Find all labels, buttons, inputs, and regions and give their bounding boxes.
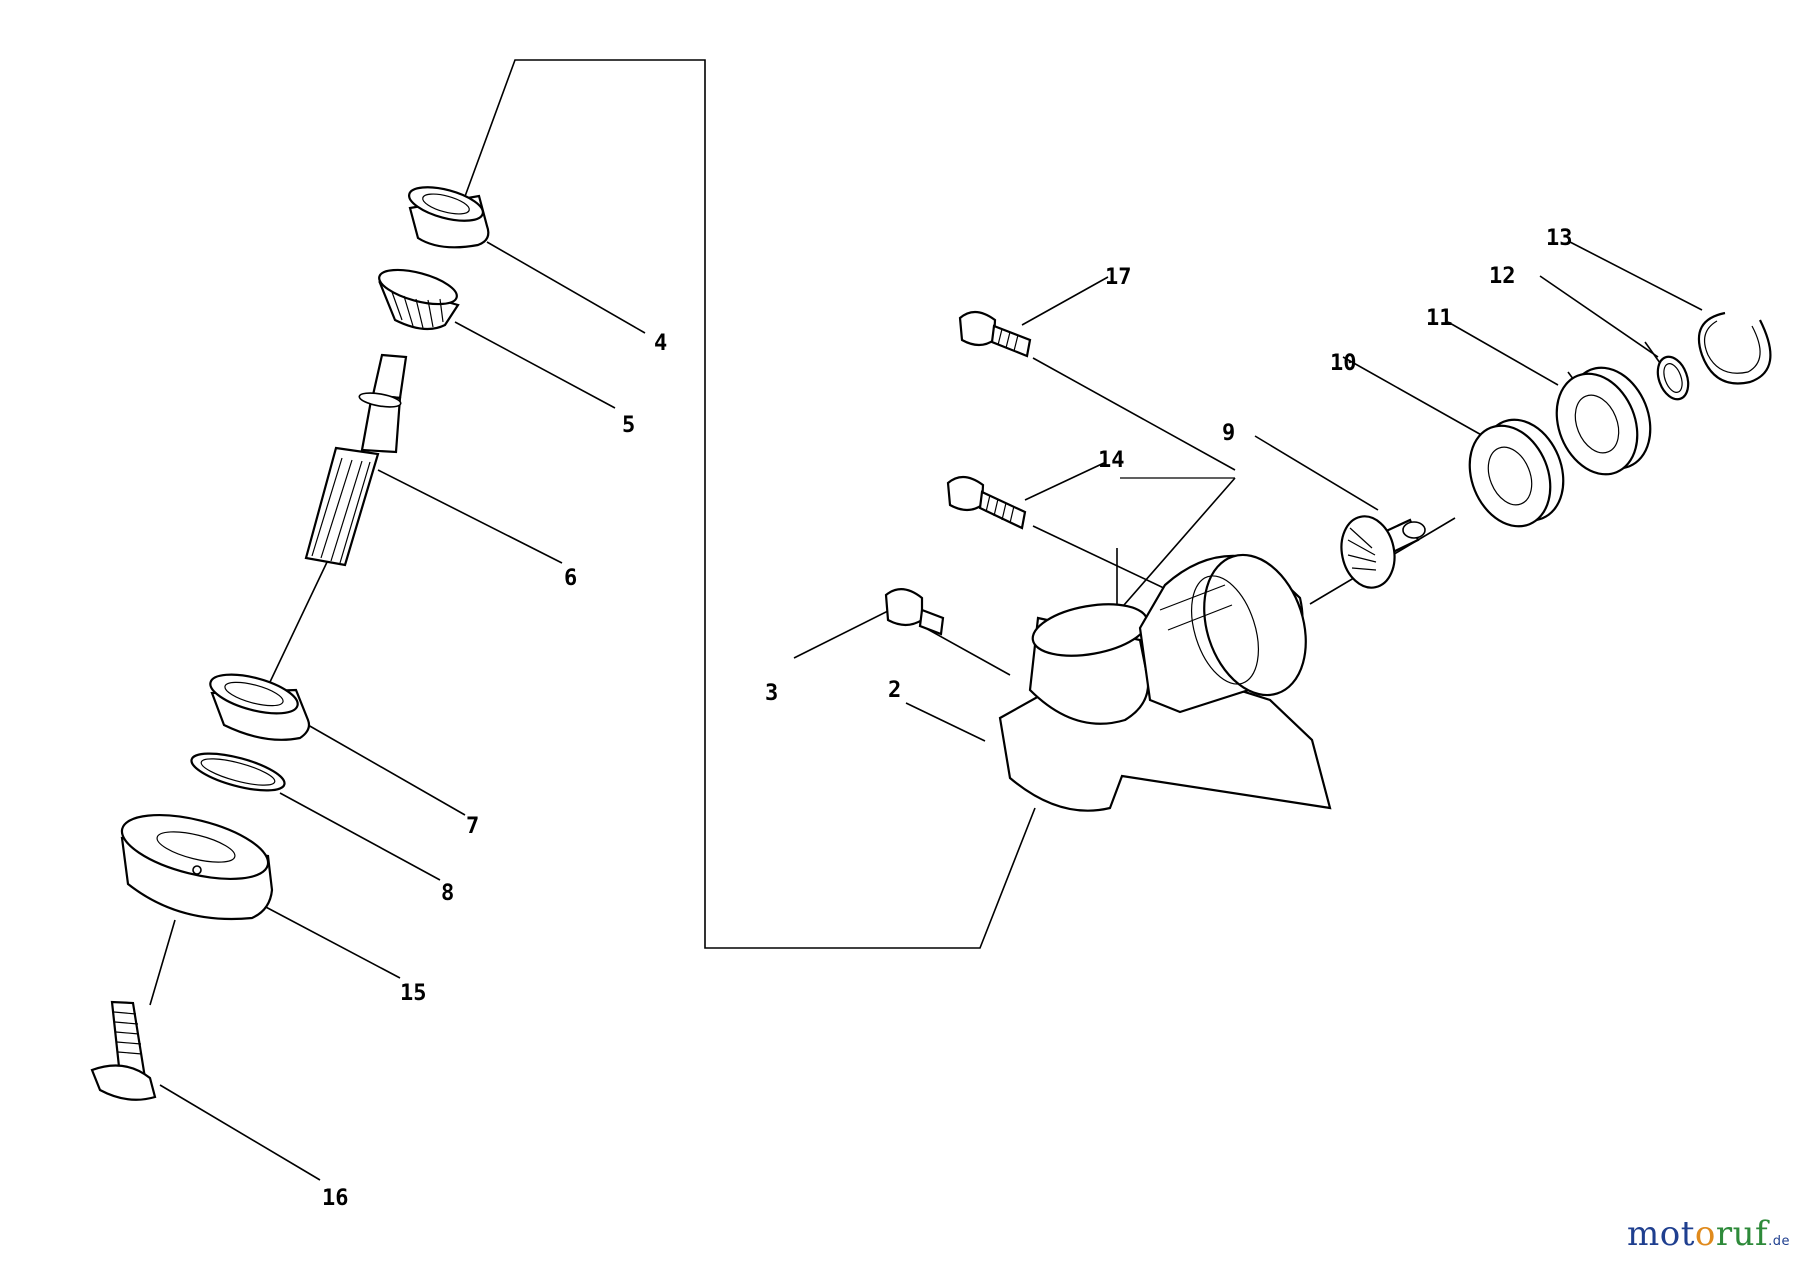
motoruf-watermark: motoruf.de: [1627, 1214, 1790, 1254]
watermark-part-1: mot: [1627, 1214, 1695, 1254]
callout-4: 4: [654, 331, 667, 356]
part-3-bolt: [884, 588, 945, 636]
part-4-bearing: [408, 186, 490, 249]
callout-17: 17: [1105, 265, 1132, 290]
watermark-part-2: o: [1694, 1214, 1716, 1254]
callout-9: 9: [1222, 421, 1235, 446]
callout-12: 12: [1489, 264, 1516, 289]
callout-7: 7: [466, 814, 479, 839]
part-9-pinion-gear: [1340, 515, 1426, 589]
part-2-gear-housing: [998, 553, 1332, 812]
callout-8: 8: [441, 881, 454, 906]
callout-5: 5: [622, 413, 635, 438]
part-14-bolt: [946, 475, 1027, 530]
watermark-part-4: .de: [1768, 1234, 1790, 1249]
callout-13: 13: [1546, 226, 1573, 251]
callout-16: 16: [322, 1186, 349, 1211]
assembly-bracket: [459, 59, 1235, 949]
callout-6: 6: [564, 566, 577, 591]
callout-15: 15: [400, 981, 427, 1006]
callout-3: 3: [765, 681, 778, 706]
callout-labels: 2 3 4 5 6 7 8 9 10 11 12 13 14 15 16 17: [322, 226, 1573, 1211]
part-13-circlip: [1697, 311, 1772, 385]
part-6-shaft: [304, 353, 408, 567]
part-8-circlip: [190, 752, 286, 792]
part-15-collar: [120, 814, 274, 921]
callout-10: 10: [1330, 351, 1357, 376]
part-11-bearing: [1555, 366, 1652, 476]
callout-14: 14: [1098, 448, 1125, 473]
callout-2: 2: [888, 678, 901, 703]
callout-11: 11: [1426, 306, 1453, 331]
part-12-ring: [1656, 355, 1690, 401]
part-17-bolt: [958, 310, 1032, 358]
part-5-bevel-gear: [378, 268, 460, 331]
part-7-bearing: [209, 673, 311, 741]
watermark-part-3: ruf: [1715, 1214, 1769, 1254]
part-10-bearing: [1468, 418, 1565, 528]
part-16-bolt: [90, 1000, 157, 1101]
